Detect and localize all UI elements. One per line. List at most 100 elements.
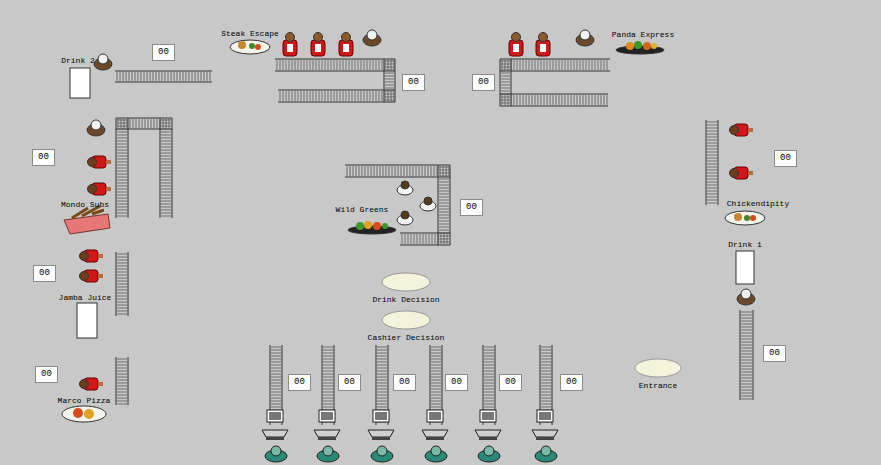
worker-figure [80, 378, 104, 390]
point-label: Cashier Decision [368, 333, 445, 343]
counter-value: 00 [566, 377, 577, 388]
worker-figure [397, 181, 413, 195]
counter-value: 00 [41, 369, 52, 380]
station-name: Panda Express [612, 30, 674, 40]
worker-figure [730, 124, 754, 136]
counter-box: 00 [288, 374, 311, 391]
counter-value: 00 [399, 377, 410, 388]
cash-register [422, 410, 448, 440]
drink-machine [70, 68, 90, 98]
worker-figure [363, 30, 381, 46]
cash-register [314, 410, 340, 440]
worker-figure [730, 167, 754, 179]
cashier-figure [371, 446, 393, 462]
counter-box: 00 [338, 374, 361, 391]
queue-track [275, 59, 395, 71]
station-name: Drink 1 [728, 240, 762, 250]
food-icon [616, 41, 664, 54]
counter-box: 00 [472, 74, 495, 91]
station-name: Mondo Subs [61, 200, 109, 210]
station-name: Wild Greens [336, 205, 389, 215]
counter-value: 00 [478, 77, 489, 88]
worker-figure [88, 183, 112, 195]
cash-register [368, 410, 394, 440]
counter-box: 00 [499, 374, 522, 391]
worker-figure [94, 54, 112, 70]
queue-track [322, 345, 334, 425]
decision-point: Entrance [634, 358, 682, 391]
cashier-figure [425, 446, 447, 462]
counter-box: 00 [35, 366, 58, 383]
counter-value: 00 [769, 348, 780, 359]
point-label: Entrance [634, 381, 682, 391]
decision-ellipse [634, 358, 682, 378]
worker-figure [397, 211, 413, 225]
station-name: Chickendipity [727, 199, 789, 209]
queue-track [384, 59, 395, 102]
counter-box: 00 [32, 149, 55, 166]
cashier-figure [317, 446, 339, 462]
food-icon [62, 406, 106, 422]
queue-track [483, 345, 495, 425]
queue-track [116, 118, 172, 129]
cashier-figure [265, 446, 287, 462]
queue-track [116, 118, 128, 218]
cash-register [262, 410, 288, 440]
queue-track [400, 233, 450, 245]
worker-figure [311, 33, 325, 57]
queue-track [116, 252, 128, 316]
cashier-figure [535, 446, 557, 462]
counter-box: 00 [402, 74, 425, 91]
queue-track [540, 345, 552, 425]
worker-figure [576, 30, 594, 46]
counter-value: 00 [408, 77, 419, 88]
worker-figure [283, 33, 297, 57]
queue-track [116, 357, 128, 405]
station-name: Drink 2 [61, 56, 95, 66]
counter-box: 00 [560, 374, 583, 391]
counter-box: 00 [393, 374, 416, 391]
counter-box: 00 [774, 150, 797, 167]
worker-figure [80, 270, 104, 282]
counter-box: 00 [152, 44, 175, 61]
queue-track [278, 90, 395, 102]
drink-machine [736, 251, 754, 284]
queue-track [115, 71, 212, 82]
worker-figure [509, 33, 523, 57]
queue-track [500, 94, 608, 106]
queue-track [500, 59, 610, 71]
station-name: Marco Pizza [58, 396, 111, 406]
sub-basket [64, 206, 110, 234]
counter-value: 00 [39, 268, 50, 279]
decision-ellipse [381, 310, 431, 330]
food-icon [230, 40, 270, 54]
counter-value: 00 [780, 153, 791, 164]
worker-figure [88, 156, 112, 168]
cash-register [475, 410, 501, 440]
queue-track [430, 345, 442, 425]
drink-machine [77, 303, 97, 338]
decision-point: Drink Decision [372, 272, 439, 305]
counter-value: 00 [505, 377, 516, 388]
counter-box: 00 [460, 199, 483, 216]
queue-track [270, 345, 282, 425]
worker-figure [339, 33, 353, 57]
station-name: Jamba Juice [59, 293, 112, 303]
queue-track [160, 118, 172, 218]
cashier-figure [478, 446, 500, 462]
queue-track [706, 120, 718, 205]
decision-ellipse [381, 272, 431, 292]
cash-register [532, 410, 558, 440]
worker-figure [80, 250, 104, 262]
counter-box: 00 [445, 374, 468, 391]
counter-value: 00 [38, 152, 49, 163]
counter-value: 00 [294, 377, 305, 388]
counter-value: 00 [451, 377, 462, 388]
food-icon [348, 221, 396, 234]
station-name: Steak Escape [221, 29, 279, 39]
queue-track [376, 345, 388, 425]
worker-figure [737, 289, 755, 305]
worker-figure [420, 197, 436, 211]
